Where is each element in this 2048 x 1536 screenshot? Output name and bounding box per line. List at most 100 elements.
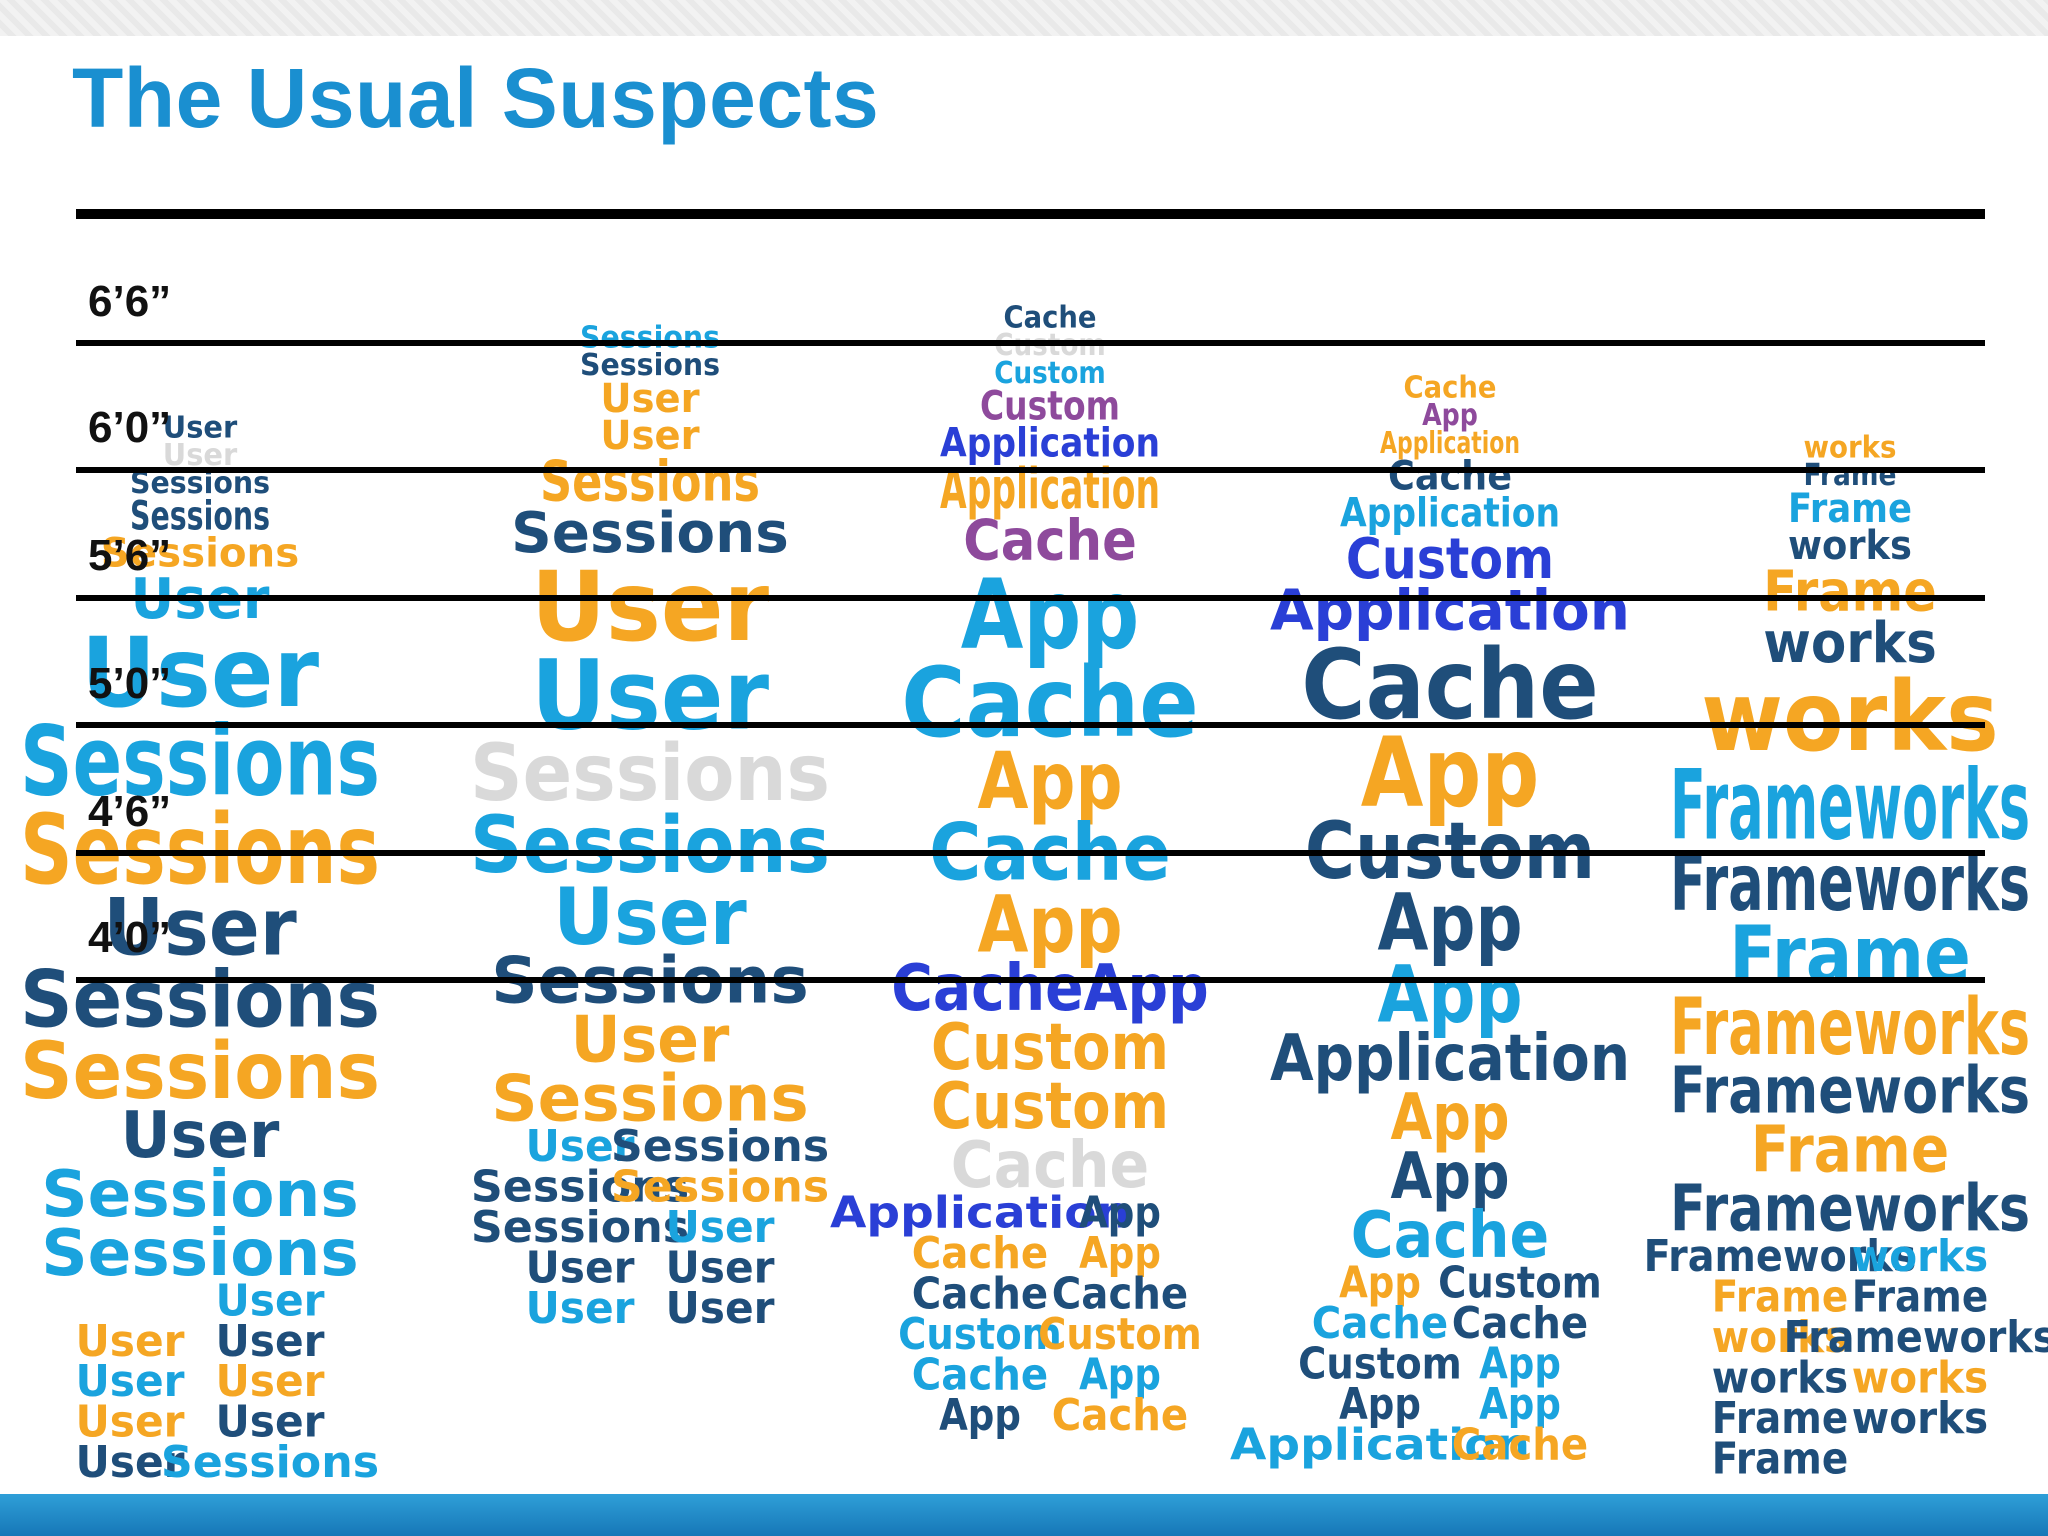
cloud-word: User [163, 411, 238, 446]
cloud-word: Custom [994, 356, 1106, 391]
cloud-word: Sessions [511, 501, 789, 566]
cloud-word: User [665, 1202, 774, 1253]
cloud-word: Cache [963, 508, 1137, 573]
cloud-word: App [1361, 717, 1540, 829]
cloud-word: Frame [1852, 1271, 1988, 1322]
lineup-illustration: UserUserSessionsSessionsSessionsUserUser… [20, 209, 2048, 1489]
cloud-word: Application [1270, 578, 1630, 643]
cloud-word: Sessions [580, 348, 720, 383]
cloud-word: User [600, 413, 699, 459]
cloud-word: Sessions [161, 1437, 379, 1488]
cloud-word: User [665, 1283, 774, 1334]
figure-frameworks: worksFrameFrameworksFrameworksworksFrame… [1644, 431, 2048, 1485]
cloud-word: works [1852, 1352, 1988, 1403]
cloud-word: works [1788, 523, 1912, 569]
cloud-word: Sessions [470, 801, 830, 891]
cloud-word: App [1377, 950, 1522, 1040]
cloud-word: Sessions [101, 530, 299, 576]
figure-app-cache: CacheAppApplicationCacheApplicationCusto… [1230, 371, 1630, 1471]
cloud-word: Custom [1346, 527, 1554, 592]
height-label: 4’6” [88, 787, 171, 836]
height-chart-lines [76, 209, 1985, 983]
word-cloud-figures: UserUserSessionsSessionsSessionsUserUser… [20, 301, 2048, 1489]
cloud-word: Cache [901, 647, 1199, 759]
cloud-word: Sessions [470, 729, 830, 819]
cloud-word: App [1339, 1379, 1421, 1430]
cloud-word: Application [1230, 1419, 1530, 1470]
cloud-word: App [939, 1390, 1021, 1441]
cloud-word: Sessions [471, 1161, 689, 1212]
height-labels: 6’6”6’0”5’6”5’0”4’6”4’0” [88, 277, 171, 962]
cloud-word: Frame [1712, 1393, 1848, 1444]
cloud-word: Frame [1712, 1433, 1848, 1484]
cloud-word: Frameworks [1784, 1312, 2048, 1363]
top-strip [0, 0, 2048, 36]
height-label: 4’0” [88, 913, 171, 962]
cloud-word: User [75, 1316, 184, 1367]
cloud-word: Sessions [580, 321, 720, 356]
cloud-word: App [1422, 398, 1478, 433]
cloud-word: Sessions [611, 1161, 829, 1212]
cloud-word: Cache [1052, 1390, 1188, 1441]
cloud-word: CacheApp [891, 952, 1208, 1026]
cloud-word: Frameworks [1670, 1055, 2030, 1129]
cloud-word: works [1763, 611, 1937, 676]
cloud-word: Frameworks [1670, 983, 2030, 1073]
cloud-word: User [525, 1283, 634, 1334]
cloud-word: Sessions [41, 1217, 358, 1291]
cloud-word: Sessions [41, 1158, 358, 1232]
slide-title: The Usual Suspects [72, 51, 880, 145]
cloud-word: Custom [1038, 1309, 1202, 1360]
cloud-word: User [121, 1099, 280, 1173]
cloud-word: App [1079, 1228, 1161, 1279]
cloud-word: User [531, 639, 770, 751]
cloud-word: works [1852, 1393, 1988, 1444]
cloud-word: Application [940, 420, 1160, 466]
cloud-word: Custom [1298, 1338, 1462, 1389]
cloud-word: User [215, 1356, 324, 1407]
cloud-word: User [553, 873, 747, 963]
cloud-word: App [977, 737, 1122, 827]
cloud-word: User [600, 376, 699, 422]
cloud-word: Sessions [130, 494, 270, 540]
cloud-word: Cache [912, 1228, 1048, 1279]
cloud-word: App [977, 880, 1122, 970]
cloud-word: User [215, 1275, 324, 1326]
cloud-word: User [525, 1121, 634, 1172]
cloud-word: works [1701, 661, 1999, 773]
cloud-word: Sessions [471, 1202, 689, 1253]
cloud-word: Custom [980, 384, 1120, 430]
cloud-word: Frameworks [1670, 749, 2030, 861]
cloud-word: App [1079, 1187, 1161, 1238]
cloud-word: Cache [912, 1268, 1048, 1319]
cloud-word: App [1390, 1081, 1509, 1155]
cloud-word: Cache [1351, 1199, 1549, 1273]
cloud-word: User [571, 1004, 730, 1078]
height-label: 5’6” [88, 531, 171, 580]
height-label: 6’6” [88, 277, 171, 326]
cloud-word: User [215, 1316, 324, 1367]
cloud-word: User [215, 1397, 324, 1448]
cloud-word: Cache [1388, 454, 1512, 500]
height-label: 6’0” [88, 403, 171, 452]
cloud-word: works [1804, 431, 1897, 466]
figure-sessions-user: SessionsSessionsUserUserSessionsSessions… [470, 321, 830, 1334]
cloud-word: Cache [1004, 301, 1097, 336]
cloud-word: Frameworks [1644, 1231, 1917, 1282]
cloud-word: Frame [1788, 486, 1912, 532]
cloud-word: works [1852, 1231, 1988, 1282]
cloud-word: Custom [931, 1011, 1169, 1085]
cloud-word: User [75, 1437, 184, 1488]
cloud-word: Custom [898, 1309, 1062, 1360]
cloud-word: Frame [1751, 1114, 1949, 1188]
cloud-word: works [1712, 1312, 1848, 1363]
cloud-word: Application [1270, 1022, 1630, 1096]
cloud-word: Frameworks [1670, 1172, 2030, 1246]
cloud-word: App [1339, 1257, 1421, 1308]
cloud-word: App [1479, 1338, 1561, 1389]
cloud-word: User [103, 884, 297, 974]
cloud-word: Cache [1452, 1419, 1588, 1470]
cloud-word: Frame [1804, 458, 1897, 493]
cloud-word: Sessions [20, 955, 380, 1045]
